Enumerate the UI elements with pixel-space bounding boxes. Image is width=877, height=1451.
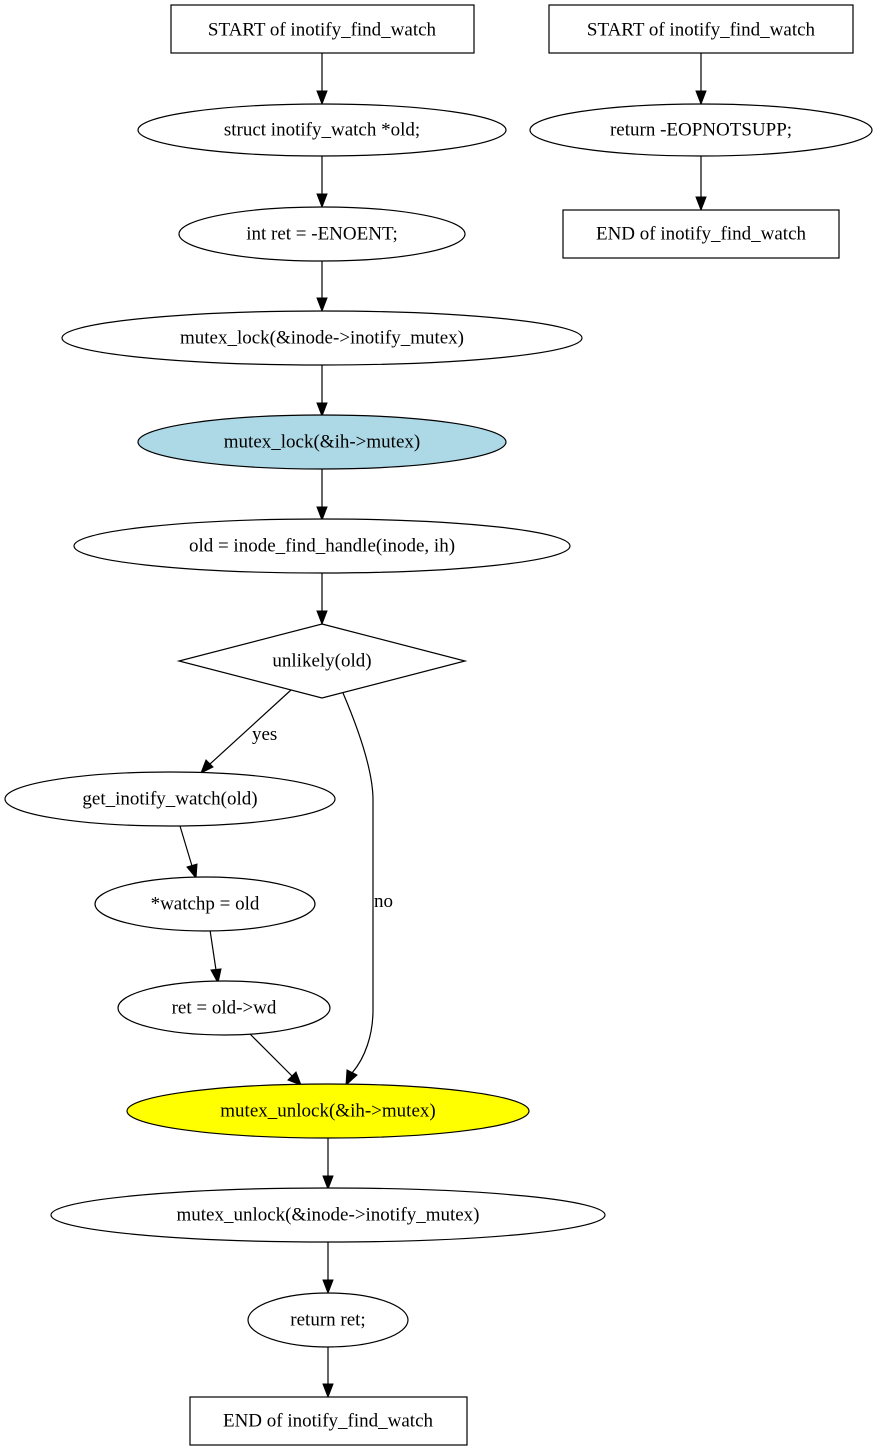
edge-ret-to-unlock-ih [249,1033,302,1086]
node-decl-old: struct inotify_watch *old; [137,103,507,157]
node-get-watch: get_inotify_watch(old) [4,771,336,827]
edge-unlock-inode-to-return [322,1242,334,1295]
node-get-watch-label: get_inotify_watch(old) [82,788,257,809]
node-return-ret: return ret; [247,1292,409,1348]
node-lock-inode: mutex_lock(&inode->inotify_mutex) [61,310,583,366]
nodes-alt: START of inotify_find_watch return -EOPN… [529,4,873,259]
edge-condition-yes: yes [200,689,292,775]
edge-watchp-to-ret [209,929,222,985]
node-return-eop-label: return -EOPNOTSUPP; [610,119,792,140]
node-return-eop: return -EOPNOTSUPP; [529,103,873,157]
edge-decl-ret-to-lock-inode [316,261,328,313]
edge-label-yes: yes [252,724,277,745]
nodes-main: START of inotify_find_watch struct inoti… [4,4,606,1446]
node-decl-old-label: struct inotify_watch *old; [224,119,420,140]
edge-alt-return-to-end [695,156,707,212]
node-end-alt: END of inotify_find_watch [562,209,840,259]
node-condition-label: unlikely(old) [272,650,371,671]
edges: yes no [179,53,707,1399]
edge-lock-inode-to-lock-ih [316,365,328,418]
edge-lock-ih-to-find-handle [316,468,328,522]
node-unlock-ih-label: mutex_unlock(&ih->mutex) [220,1100,435,1121]
node-find-handle-label: old = inode_find_handle(inode, ih) [189,535,455,556]
node-assign-ret-label: ret = old->wd [172,997,277,1018]
node-unlock-ih: mutex_unlock(&ih->mutex) [126,1083,530,1139]
node-start-main-label: START of inotify_find_watch [208,19,437,40]
edge-alt-start-to-return [695,53,707,106]
edge-get-watch-to-watchp [179,825,198,880]
node-condition: unlikely(old) [176,623,468,699]
node-end-alt-label: END of inotify_find_watch [596,223,807,244]
edge-decl-old-to-decl-ret [316,156,328,209]
node-lock-ih: mutex_lock(&ih->mutex) [137,414,507,470]
edge-condition-no: no [342,692,393,1087]
node-decl-ret-label: int ret = -ENOENT; [246,223,398,244]
node-watchp: *watchp = old [94,876,316,932]
edge-start-to-decl-old [316,53,328,106]
node-start-main: START of inotify_find_watch [170,4,475,54]
edge-unlock-ih-to-unlock-inode [322,1137,334,1191]
node-unlock-inode-label: mutex_unlock(&inode->inotify_mutex) [176,1204,479,1225]
node-end-main: END of inotify_find_watch [189,1396,468,1446]
node-find-handle: old = inode_find_handle(inode, ih) [73,518,571,574]
node-start-alt-label: START of inotify_find_watch [587,19,816,40]
edge-return-to-end [322,1347,334,1399]
node-lock-inode-label: mutex_lock(&inode->inotify_mutex) [180,327,464,348]
node-assign-ret: ret = old->wd [117,980,331,1036]
node-unlock-ih-shape [126,1083,530,1139]
node-return-ret-label: return ret; [290,1309,365,1330]
node-end-main-label: END of inotify_find_watch [223,1410,434,1431]
edge-find-handle-to-condition [316,572,328,626]
node-start-alt: START of inotify_find_watch [548,4,854,54]
node-lock-ih-shape [137,414,507,470]
node-unlock-inode: mutex_unlock(&inode->inotify_mutex) [50,1187,606,1243]
node-decl-ret: int ret = -ENOENT; [178,206,466,262]
node-watchp-label: *watchp = old [151,893,260,914]
node-lock-ih-label: mutex_lock(&ih->mutex) [224,431,420,452]
edge-label-no: no [374,891,393,912]
